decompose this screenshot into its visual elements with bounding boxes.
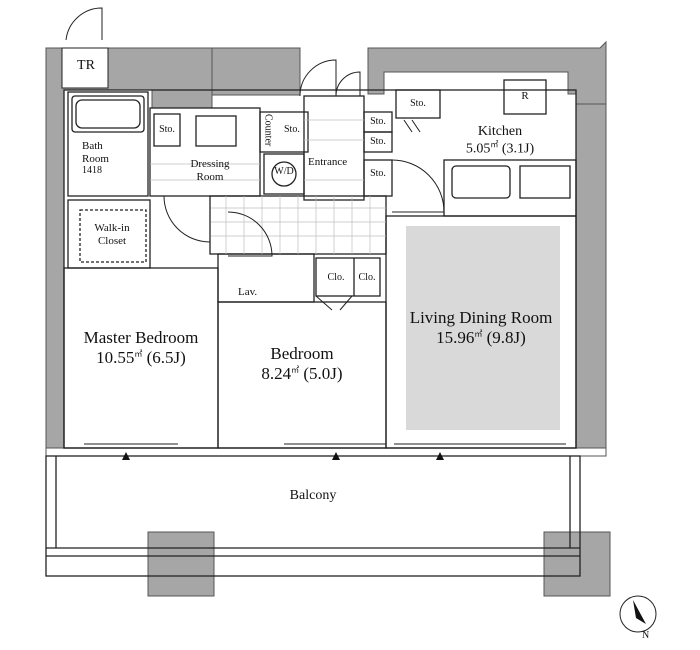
lav-label: Lav. [238, 286, 258, 298]
tr-label: TR [77, 58, 95, 73]
ldr-floor-area [406, 226, 560, 430]
refrigerator-label: R [521, 90, 529, 102]
storage-label-dressing: Sto. [159, 124, 175, 135]
walkin-closet-label: Walk-in Closet [94, 222, 130, 247]
kitchen-label: Kitchen 5.05㎡ (3.1J) [465, 124, 535, 157]
door-swings [65, 7, 445, 311]
master-bedroom-label: Master Bedroom 10.55㎡ (6.5J) [83, 328, 199, 367]
storage-label-kitchen: Sto. [410, 98, 426, 109]
balcony-label: Balcony [289, 488, 337, 503]
storage-label-counter: Sto. [284, 124, 300, 135]
living-dining-room-label: Living Dining Room 15.96㎡ (9.8J) [409, 308, 553, 347]
storage-label-entrance-1: Sto. [370, 116, 386, 127]
window-marks [122, 452, 444, 460]
closet-label-2: Clo. [358, 272, 376, 283]
compass-north-label: N [642, 630, 650, 641]
dressing-room-label: Dressing Room [190, 158, 230, 183]
hall-tiles [150, 119, 386, 254]
compass-icon [619, 595, 657, 633]
entrance-label: Entrance [308, 156, 348, 168]
interior-lines [45, 79, 581, 577]
storage-label-entrance-2: Sto. [370, 136, 386, 147]
counter-label: Counter [262, 114, 274, 147]
wd-label: W/D [274, 166, 294, 177]
bath-room-label: Bath Room 1418 [82, 140, 109, 177]
exterior-walls [45, 40, 611, 597]
storage-label-entrance-3: Sto. [370, 168, 386, 179]
closet-label-1: Clo. [327, 272, 345, 283]
bedroom-label: Bedroom 8.24㎡ (5.0J) [261, 344, 343, 383]
